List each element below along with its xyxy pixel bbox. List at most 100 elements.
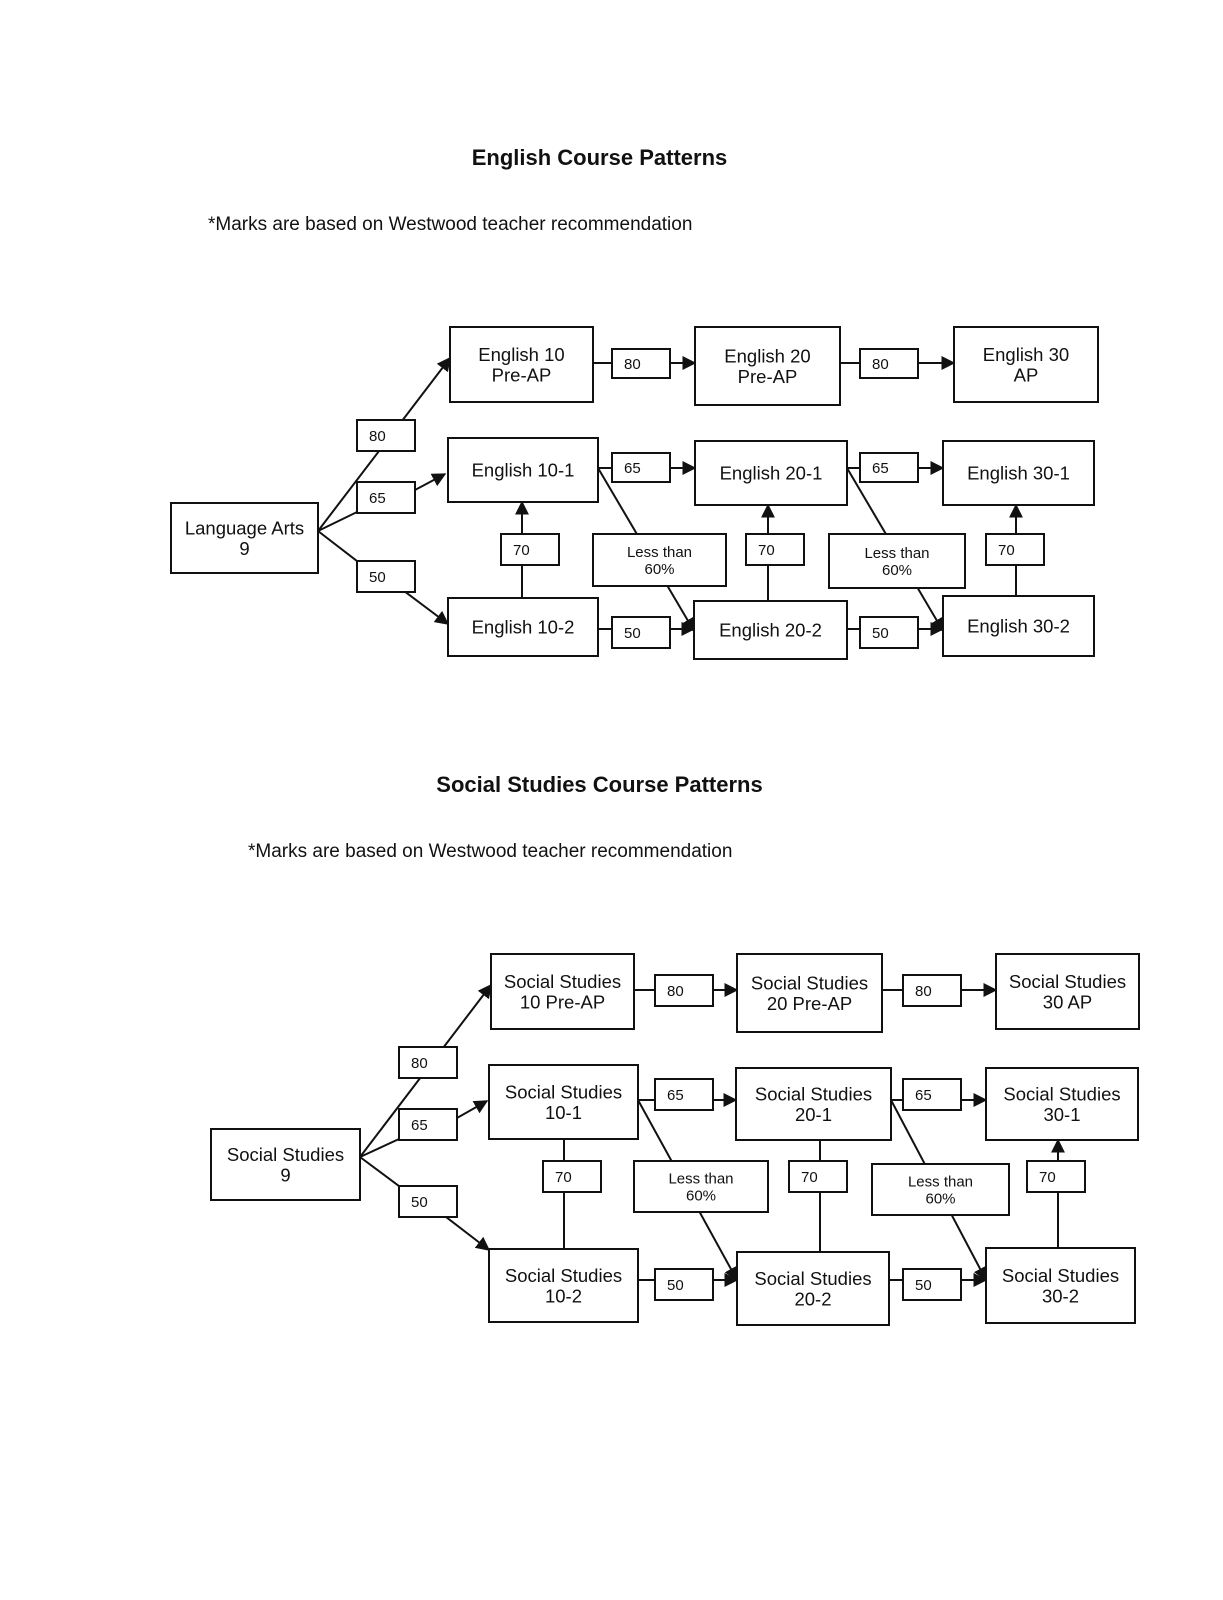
mark-value: 50 <box>369 569 386 586</box>
course-box <box>942 440 1095 506</box>
course-box <box>985 1247 1136 1324</box>
mark-value: 65 <box>624 460 641 477</box>
mark-box <box>398 1046 458 1079</box>
mark-label-s202_s201: 70 <box>788 1160 848 1193</box>
course-box <box>985 1067 1139 1141</box>
mark-value: 80 <box>411 1055 428 1072</box>
course-box <box>488 1248 639 1323</box>
mark-box <box>902 974 962 1007</box>
mark-box <box>859 348 919 379</box>
mark-value: 50 <box>411 1194 428 1211</box>
label-line: 60% <box>644 561 674 578</box>
label-line: English 30-1 <box>967 463 1070 484</box>
mark-value: 65 <box>915 1087 932 1104</box>
mark-value: 70 <box>998 542 1015 559</box>
course-node-e101: English 10-1 <box>447 437 599 503</box>
label-line: English 30 <box>983 344 1069 365</box>
mark-box <box>356 481 416 514</box>
mark-value: 80 <box>872 356 889 373</box>
mark-label-ss9_s102: 50 <box>398 1185 458 1218</box>
label-line: Social Studies <box>227 1144 344 1165</box>
course-box <box>995 953 1140 1030</box>
mark-box <box>398 1108 458 1141</box>
mark-label-la9_e102: 50 <box>356 560 416 593</box>
label-line: 10 Pre-AP <box>520 992 605 1013</box>
mark-box <box>828 533 966 589</box>
label-line: 30-1 <box>1043 1104 1080 1125</box>
mark-value: 65 <box>667 1087 684 1104</box>
label-line: AP <box>1014 365 1039 386</box>
mark-box <box>654 1078 714 1111</box>
label-line: 10-2 <box>545 1286 582 1307</box>
mark-label-e10pap_e20pap: 80 <box>611 348 671 379</box>
label-line: English 20-2 <box>719 620 822 641</box>
mark-label-s102_s202: 50 <box>654 1268 714 1301</box>
label-line: 9 <box>280 1165 290 1186</box>
label-line: 9 <box>239 538 249 559</box>
course-box <box>447 437 599 503</box>
label-line: Social Studies <box>754 1268 871 1289</box>
mark-label-e202_e201: 70 <box>745 533 805 566</box>
mark-box <box>745 533 805 566</box>
mark-value: 70 <box>513 542 530 559</box>
mark-box <box>633 1160 769 1213</box>
mark-label-s102_s101: 70 <box>542 1160 602 1193</box>
label-line: English 10-1 <box>472 460 575 481</box>
mark-label-e102_e202: 50 <box>611 616 671 649</box>
label-line: English 10 <box>478 344 564 365</box>
course-box <box>490 953 635 1030</box>
mark-label-la9_e101: 65 <box>356 481 416 514</box>
label-line: 20-1 <box>795 1104 832 1125</box>
mark-box <box>985 533 1045 566</box>
course-node-e202: English 20-2 <box>693 600 848 660</box>
mark-box <box>788 1160 848 1193</box>
mark-value: 70 <box>758 542 775 559</box>
label-line: Social Studies <box>505 1081 622 1102</box>
mark-value: 65 <box>872 460 889 477</box>
mark-value: 80 <box>624 356 641 373</box>
mark-value: 50 <box>667 1277 684 1294</box>
mark-value: 80 <box>667 983 684 1000</box>
label-line: Social Studies <box>505 1265 622 1286</box>
mark-box <box>871 1163 1010 1216</box>
mark-value: 50 <box>915 1277 932 1294</box>
course-node-e301: English 30-1 <box>942 440 1095 506</box>
course-box <box>694 440 848 506</box>
mark-label-ss9_s101: 65 <box>398 1108 458 1141</box>
course-box <box>735 1067 892 1141</box>
mark-label-s101_s201: 65 <box>654 1078 714 1111</box>
course-box <box>488 1064 639 1140</box>
course-box <box>694 326 841 406</box>
label-line: 30 AP <box>1043 992 1092 1013</box>
mark-label-e202_e302: 50 <box>859 616 919 649</box>
label-line: 10-1 <box>545 1102 582 1123</box>
label-line: Less than <box>668 1171 733 1188</box>
mark-box <box>592 533 727 587</box>
course-box <box>736 1251 890 1326</box>
label-line: Social Studies <box>1002 1265 1119 1286</box>
mark-label-e302_e301: 70 <box>985 533 1045 566</box>
mark-label-s201_s301: 65 <box>902 1078 962 1111</box>
label-line: 60% <box>882 562 912 579</box>
mark-label-s10pap_s20pap: 80 <box>654 974 714 1007</box>
label-line: English 20 <box>724 345 810 366</box>
mark-box <box>654 974 714 1007</box>
mark-value: 65 <box>369 490 386 507</box>
course-box <box>447 597 599 657</box>
mark-label-s302_s301: 70 <box>1026 1160 1086 1193</box>
label-line: 60% <box>686 1187 716 1204</box>
mark-value: 80 <box>915 983 932 1000</box>
english-title: English Course Patterns <box>471 145 728 170</box>
label-line: Less than <box>864 545 929 562</box>
